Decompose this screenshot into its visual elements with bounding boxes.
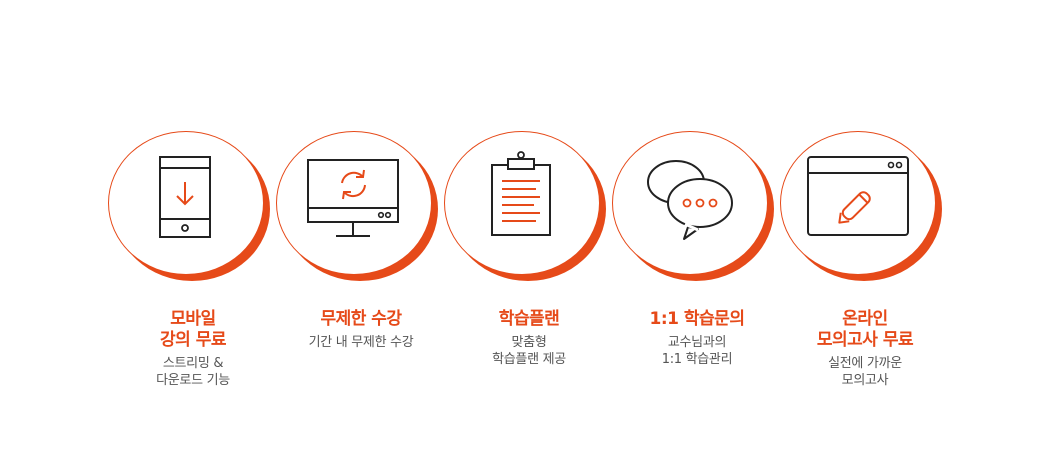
chat-bubbles-icon — [647, 160, 733, 240]
feature-title: 무제한 수강 — [320, 309, 402, 329]
feature-title: 1:1 학습문의 — [649, 309, 745, 329]
badge-circle — [780, 131, 936, 275]
feature-badge — [108, 131, 278, 291]
feature-badge — [612, 131, 782, 291]
feature-mock-exam: 온라인 모의고사 무료 실전에 가까운 모의고사 — [780, 131, 950, 389]
feature-description: 맞춤형 학습플랜 제공 — [492, 335, 566, 367]
feature-study-plan: 학습플랜 맞춤형 학습플랜 제공 — [444, 131, 614, 368]
clipboard-icon — [491, 151, 551, 236]
feature-badge — [444, 131, 614, 291]
badge-circle — [444, 131, 600, 275]
monitor-refresh-icon — [307, 159, 399, 237]
feature-description: 스트리밍 & 다운로드 기능 — [156, 356, 230, 388]
feature-unlimited-access: 무제한 수강 기간 내 무제한 수강 — [276, 131, 446, 351]
feature-badge — [780, 131, 950, 291]
feature-description: 기간 내 무제한 수강 — [308, 335, 414, 350]
feature-one-on-one: 1:1 학습문의 교수님과의 1:1 학습관리 — [612, 131, 782, 368]
feature-title: 온라인 모의고사 무료 — [816, 309, 914, 350]
feature-title: 학습플랜 — [498, 309, 560, 329]
badge-circle — [276, 131, 432, 275]
feature-description: 실전에 가까운 모의고사 — [828, 356, 902, 388]
mobile-download-icon — [159, 156, 211, 238]
feature-badge — [276, 131, 446, 291]
feature-mobile-lecture: 모바일 강의 무료 스트리밍 & 다운로드 기능 — [108, 131, 278, 389]
browser-pencil-icon — [807, 156, 909, 236]
feature-description: 교수님과의 1:1 학습관리 — [661, 335, 733, 367]
feature-title: 모바일 강의 무료 — [160, 309, 226, 350]
